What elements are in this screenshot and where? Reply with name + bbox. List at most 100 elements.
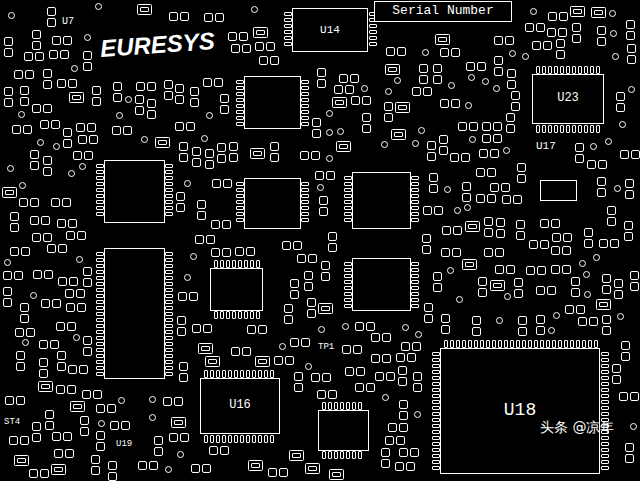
solder-pad xyxy=(215,261,218,268)
solder-pad xyxy=(602,437,609,440)
solder-pad xyxy=(443,227,451,235)
solder-pad xyxy=(44,168,52,176)
solder-pad xyxy=(494,135,502,143)
solder-pad xyxy=(294,242,302,250)
solder-pad xyxy=(523,341,526,348)
solder-pad xyxy=(518,175,526,183)
solder-pad xyxy=(496,249,504,257)
solder-pad xyxy=(553,341,556,348)
solder-pad xyxy=(3,188,17,198)
solder-pad xyxy=(256,43,264,51)
via xyxy=(185,275,191,281)
solder-pad xyxy=(239,261,242,268)
solder-pad xyxy=(166,201,173,204)
solder-pad xyxy=(302,207,309,210)
solder-pad xyxy=(434,273,442,281)
solder-pad xyxy=(430,174,438,182)
solder-pad xyxy=(603,327,611,335)
solder-pad xyxy=(435,207,443,215)
ic-outline xyxy=(353,173,411,229)
solder-pad xyxy=(156,138,170,148)
solder-pad xyxy=(577,341,580,348)
solder-pad xyxy=(285,13,292,16)
solder-pad xyxy=(97,277,104,280)
solder-pad xyxy=(20,199,28,207)
solder-pad xyxy=(357,368,365,376)
solder-pad xyxy=(367,384,375,392)
ic-outline xyxy=(353,259,411,311)
solder-pad xyxy=(245,312,248,319)
solder-pad xyxy=(84,279,92,287)
solder-pad xyxy=(257,31,265,35)
solder-pad xyxy=(249,461,263,471)
solder-pad xyxy=(433,377,440,380)
solder-pad xyxy=(544,42,552,50)
via xyxy=(38,140,44,146)
ic-outline xyxy=(245,77,301,129)
solder-pad xyxy=(621,151,629,159)
solder-pad xyxy=(27,329,35,337)
solder-pad xyxy=(469,341,472,348)
solder-pad xyxy=(30,470,38,478)
solder-pad xyxy=(483,135,491,143)
solder-pad xyxy=(538,267,546,275)
solder-pad xyxy=(579,67,582,74)
solder-pad xyxy=(383,355,391,363)
solder-pad xyxy=(202,347,210,351)
solder-pad xyxy=(517,232,525,240)
solder-pad xyxy=(499,341,502,348)
solder-pad xyxy=(485,218,493,226)
solder-pad xyxy=(44,157,52,165)
solder-pad xyxy=(433,401,440,404)
solder-pad xyxy=(345,281,352,284)
solder-pad xyxy=(583,341,586,348)
solder-pad xyxy=(206,150,214,158)
solder-pad xyxy=(166,277,173,280)
via xyxy=(185,181,191,187)
solder-pad xyxy=(386,65,400,75)
solder-pad xyxy=(433,359,440,362)
solder-pad xyxy=(333,473,341,477)
solder-pad xyxy=(139,462,147,470)
solder-pad xyxy=(359,452,362,459)
solder-pad xyxy=(412,213,419,216)
solder-pad xyxy=(555,67,558,74)
solder-pad xyxy=(495,68,503,76)
solder-pad xyxy=(600,240,608,248)
solder-pad xyxy=(413,88,421,96)
solder-pad xyxy=(48,19,56,27)
solder-pad xyxy=(389,68,397,72)
solder-pad xyxy=(229,33,237,41)
solder-pad xyxy=(572,289,580,297)
solder-pad xyxy=(312,374,320,382)
solder-pad xyxy=(335,452,338,459)
solder-pad xyxy=(603,286,611,294)
solder-pad xyxy=(218,155,226,163)
solder-pad xyxy=(78,232,86,240)
solder-pad xyxy=(475,341,478,348)
test-point-label: TP1 xyxy=(318,343,334,353)
solder-pad xyxy=(565,341,568,348)
solder-pad xyxy=(205,371,208,378)
solder-pad xyxy=(579,126,582,133)
solder-pad xyxy=(424,88,432,96)
solder-pad xyxy=(136,96,144,104)
solder-pad xyxy=(215,312,218,319)
solder-pad xyxy=(51,341,59,349)
solder-pad xyxy=(241,436,244,443)
solder-pad xyxy=(434,284,442,292)
solder-pad xyxy=(227,312,230,319)
solder-pad xyxy=(519,317,527,325)
solder-pad xyxy=(302,189,309,192)
solder-pad xyxy=(97,355,104,358)
solder-pad xyxy=(97,201,104,204)
solder-pad xyxy=(166,171,173,174)
via xyxy=(416,332,422,338)
solder-pad xyxy=(308,299,316,307)
solder-pad xyxy=(247,248,255,256)
solder-pad xyxy=(563,266,571,274)
solder-pad xyxy=(41,121,49,129)
solder-pad xyxy=(495,57,503,65)
solder-pad xyxy=(533,42,541,50)
